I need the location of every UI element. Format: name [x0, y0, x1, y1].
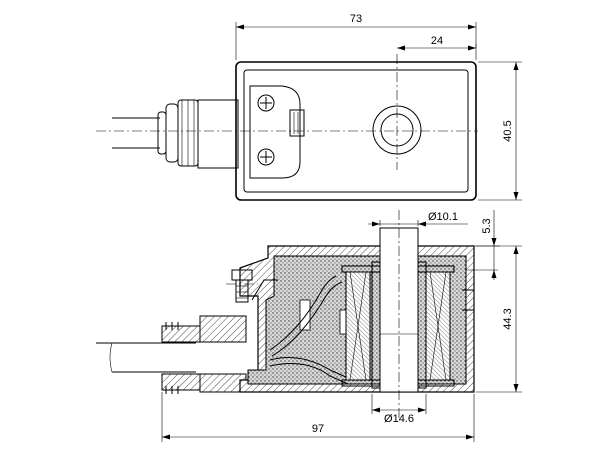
terminal-block [249, 85, 305, 179]
dimension-40-5: 40.5 [478, 61, 522, 201]
terminal-bracket [251, 279, 278, 301]
dim-d10-1-label: Ø10.1 [428, 211, 458, 223]
dim-40-5-label: 40.5 [502, 120, 514, 141]
bore-sleeve-left [371, 261, 381, 389]
lead-wires [269, 275, 351, 385]
dim-97-label: 97 [312, 423, 324, 435]
coil-winding [345, 271, 451, 381]
dim-73-label: 73 [350, 13, 362, 25]
cable-gland-section [161, 315, 247, 394]
dim-5-3-label: 5.3 [481, 218, 493, 233]
dimension-44-3: 44.3 [476, 245, 522, 393]
section-view [96, 210, 498, 420]
screw-terminal-top-icon [257, 94, 275, 112]
screw-terminal-bottom-icon [257, 148, 275, 166]
dimension-d14-6: Ø14.6 [371, 394, 427, 425]
dimension-97: 97 [161, 392, 475, 442]
cable-gland-top [157, 99, 239, 169]
dim-d14-6-label: Ø14.6 [384, 413, 414, 425]
top-view [96, 54, 478, 201]
dim-44-3-label: 44.3 [502, 308, 514, 329]
dim-24-label: 24 [431, 35, 443, 47]
dimension-73: 73 [235, 13, 477, 60]
cable-cut-end [109, 342, 113, 373]
bore-sleeve-right [417, 261, 427, 389]
dimension-24: 24 [397, 35, 477, 51]
housing-lug [462, 289, 475, 311]
terminal-screw-section-icon [226, 269, 258, 303]
dimension-d10-1: Ø10.1 [368, 211, 468, 227]
